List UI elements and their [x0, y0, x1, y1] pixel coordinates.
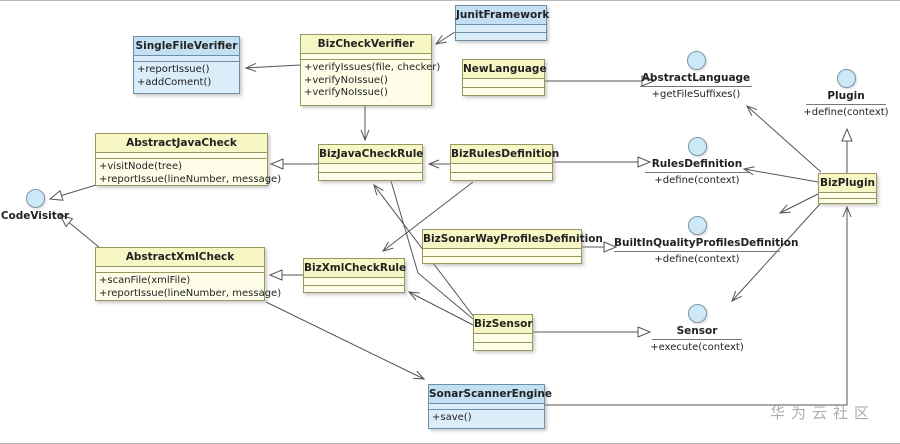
- interface-circle-icon: [25, 189, 45, 208]
- interface-circle-icon: [836, 69, 856, 88]
- edge-bizplugin-builtinquality: [778, 193, 819, 214]
- methods-compartment: [456, 32, 546, 40]
- methods-compartment: [463, 86, 544, 96]
- interface-plugin: Plugin +define(context): [803, 69, 889, 118]
- class-sonarscannerengine: SonarScannerEngine +save(): [428, 384, 552, 429]
- edge-abstractjavacheck-codevisitor: [48, 184, 97, 201]
- methods-compartment: [474, 341, 532, 351]
- methods-compartment: +verifyIssues(file, checker) +verifyNoIs…: [301, 59, 440, 105]
- methods-compartment: [423, 255, 581, 264]
- interface-circle-icon: [687, 137, 707, 156]
- class-title: BizJavaCheckRule: [319, 145, 423, 164]
- class-abstractjavacheck: AbstractJavaCheck +visitNode(tree) +repo…: [95, 133, 281, 187]
- edge-abstractxmlcheck-codevisitor: [58, 214, 101, 249]
- methods-compartment: [451, 171, 552, 181]
- class-abstractxmlcheck: AbstractXmlCheck +scanFile(xmlFile) +rep…: [95, 247, 281, 301]
- interface-builtinqualityprofilesdefinition: BuiltInQualityProfilesDefinition +define…: [614, 216, 798, 265]
- edge-sonarscannerengine-bizplugin: [545, 205, 852, 406]
- class-title: BizXmlCheckRule: [304, 259, 406, 278]
- class-junitframework: JunitFramework: [455, 5, 549, 41]
- class-title: BizRulesDefinition: [451, 145, 559, 164]
- interface-circle-icon: [687, 304, 707, 323]
- attributes-compartment: [463, 79, 544, 87]
- methods-compartment: +scanFile(xmlFile) +reportIssue(lineNumb…: [96, 272, 281, 301]
- class-bizjavacheckrule: BizJavaCheckRule: [318, 144, 423, 181]
- edge-abstractxmlcheck-sonarscannerengine: [265, 301, 426, 380]
- methods-compartment: +reportIssue() +addComent(): [134, 61, 239, 93]
- class-title: JunitFramework: [456, 6, 549, 25]
- class-title: BizCheckVerifier: [301, 35, 431, 54]
- class-title: BizSonarWayProfilesDefinition: [423, 230, 603, 249]
- methods-compartment: +visitNode(tree) +reportIssue(lineNumber…: [96, 158, 281, 187]
- class-singlefileverifier: SingleFileVerifier +reportIssue() +addCo…: [133, 36, 240, 94]
- interface-circle-icon: [686, 51, 706, 70]
- class-title: BizSensor: [474, 315, 533, 334]
- interface-abstractlanguage: AbstractLanguage +getFileSuffixes(): [640, 51, 752, 100]
- attributes-compartment: [474, 334, 532, 342]
- class-bizcheckverifier: BizCheckVerifier +verifyIssues(file, che…: [300, 34, 440, 106]
- edge-bizplugin-rulesdefinition: [742, 166, 819, 183]
- class-title: NewLanguage: [463, 60, 547, 79]
- class-title: AbstractXmlCheck: [96, 248, 264, 267]
- methods-compartment: [304, 284, 404, 293]
- class-bizsensor: BizSensor: [473, 314, 533, 351]
- edge-bizsensor-bizxmlcheckrule: [407, 291, 474, 326]
- attributes-compartment: [451, 164, 552, 172]
- class-newlanguage: NewLanguage: [462, 59, 547, 96]
- edge-bizcheckverifier-singlefileverifier: [244, 62, 301, 72]
- class-bizxmlcheckrule: BizXmlCheckRule: [303, 258, 406, 293]
- methods-compartment: [319, 171, 422, 181]
- methods-compartment: +save(): [429, 409, 544, 428]
- interface-codevisitor: CodeVisitor: [0, 189, 70, 222]
- edge-junitframework-bizcheckverifier: [434, 31, 456, 45]
- class-title: BizPlugin: [819, 174, 876, 193]
- watermark: 华为云社区: [770, 404, 876, 422]
- interface-rulesdefinition: RulesDefinition +define(context): [645, 137, 749, 186]
- class-bizsonarwayprofilesdefinition: BizSonarWayProfilesDefinition: [422, 229, 603, 264]
- interface-circle-icon: [687, 216, 707, 235]
- class-title: SingleFileVerifier: [134, 37, 239, 56]
- edge-bizplugin-sensor: [731, 203, 821, 302]
- class-title: AbstractJavaCheck: [96, 134, 267, 153]
- edge-bizrulesdefinition-bizxmlcheckrule: [381, 181, 474, 252]
- edge-bizplugin-abstractlanguage: [745, 105, 822, 173]
- class-bizplugin: BizPlugin: [818, 173, 877, 204]
- methods-compartment: [819, 198, 876, 204]
- class-title: SonarScannerEngine: [429, 385, 552, 404]
- attributes-compartment: [456, 25, 546, 32]
- attributes-compartment: [319, 164, 422, 172]
- edge-bizjavacheckrule-bizsensor-link: [390, 180, 474, 320]
- interface-sensor: Sensor +execute(context): [650, 304, 744, 353]
- class-bizrulesdefinition: BizRulesDefinition: [450, 144, 559, 181]
